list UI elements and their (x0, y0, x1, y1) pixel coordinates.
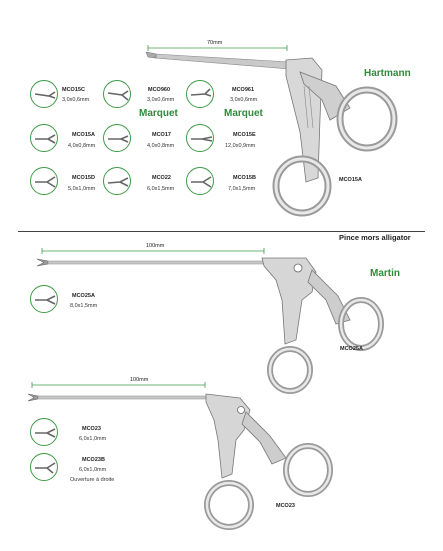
item-code: MCO15D (72, 175, 95, 181)
item-spec: 12,0x0,9mm (225, 143, 256, 149)
thumbnail-icon (103, 124, 131, 152)
martin-forceps-illustration (36, 248, 384, 394)
thumbnail-icon (103, 167, 131, 195)
item-code: MCO23 (82, 426, 101, 432)
item-code: MCO22 (152, 175, 171, 181)
section-divider (18, 231, 425, 232)
thumbnail-icon (30, 167, 58, 195)
item-spec: 8,0x1,5mm (70, 303, 98, 309)
subgroup-label-marquet-1: Marquet (139, 108, 178, 119)
thumbnail-icon (30, 453, 58, 481)
item-spec: 6,0x1,0mm (79, 436, 107, 442)
item-spec: 3,0x0,6mm (230, 97, 258, 103)
thumbnail-icon (30, 124, 58, 152)
item-code: MCO25A (72, 293, 95, 299)
main-code-mco15a: MCO15A (339, 177, 362, 183)
item-spec: 3,0x0,6mm (147, 97, 175, 103)
item-spec: 3,0x0,6mm (62, 97, 90, 103)
item-spec: 4,0x0,8mm (68, 143, 96, 149)
main-code-mco23: MCO23 (276, 503, 295, 509)
thumbnail-icon (30, 418, 58, 446)
item-spec: 6,0x1,5mm (147, 186, 175, 192)
hartmann-forceps-illustration (145, 45, 398, 217)
thumbnail-icon (30, 80, 58, 108)
item-code: MCO961 (232, 87, 255, 93)
thumbnail-icon (103, 80, 131, 108)
item-code: MCO15A (72, 132, 95, 138)
item-code: MCO960 (148, 87, 171, 93)
thumbnail-icon (30, 285, 58, 313)
item-code: MCO15C (62, 87, 85, 93)
measure-label-100mm-martin: 100mm (146, 243, 165, 249)
item-code: MCO17 (152, 132, 171, 138)
subgroup-label-marquet-2: Marquet (224, 108, 263, 119)
item-spec: 7,0x1,5mm (228, 186, 256, 192)
item-code: MCO23B (82, 457, 105, 463)
item-spec: 5,0x1,0mm (68, 186, 96, 192)
measure-label-70mm: 70mm (207, 40, 223, 46)
item-code: MCO15B (233, 175, 256, 181)
item-spec: 4,0x0,8mm (147, 143, 175, 149)
item-note: Ouverture à droite (70, 477, 115, 483)
measure-label-100mm-mco23: 100mm (130, 377, 149, 383)
item-code: MCO15E (233, 132, 256, 138)
thumbnail-icon (186, 80, 214, 108)
brand-title-martin: Martin (370, 268, 400, 279)
section-heading-pince-mors-alligator: Pince mors alligator (339, 233, 411, 242)
brand-title-hartmann: Hartmann (364, 68, 411, 79)
thumbnail-icon (186, 124, 214, 152)
item-spec: 6,0x1,0mm (79, 467, 107, 473)
main-code-mco25a: MCO25A (340, 346, 363, 352)
thumbnail-icon (186, 167, 214, 195)
